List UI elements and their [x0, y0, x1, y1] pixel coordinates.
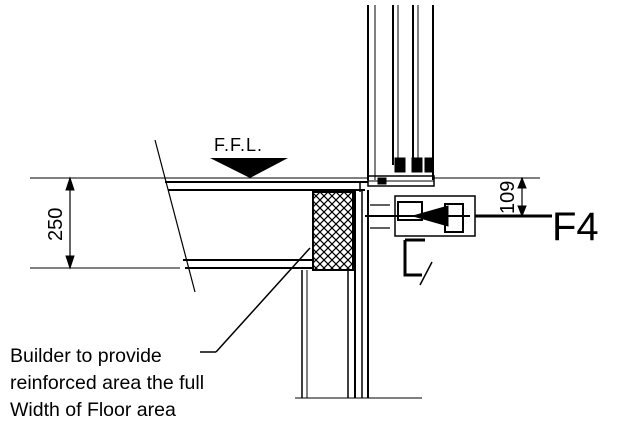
- detail-callout: F4: [475, 205, 599, 249]
- dimension-109-label: 109: [497, 181, 519, 214]
- dimension-250-label: 250: [45, 208, 67, 241]
- detail-tag-f4: F4: [552, 205, 599, 249]
- ffl-marker: F.F.L.: [210, 135, 288, 178]
- wall-below-slab: [295, 190, 422, 399]
- note-line-2: reinforced area the full: [10, 372, 205, 394]
- bracket-fixing-detail: [365, 195, 476, 286]
- note-line-1: Builder to provide: [10, 345, 162, 367]
- dimension-250: 250: [30, 176, 180, 270]
- note-line-3: Width of Floor area: [10, 399, 176, 421]
- floor-slab: [154, 139, 368, 293]
- ffl-label: F.F.L.: [214, 135, 263, 155]
- note-leader: [200, 247, 311, 353]
- window-sill-detail: [367, 157, 435, 187]
- vertical-wall-frame: [367, 5, 434, 180]
- dimension-109: 109: [434, 176, 540, 218]
- reinforced-area: [312, 191, 354, 271]
